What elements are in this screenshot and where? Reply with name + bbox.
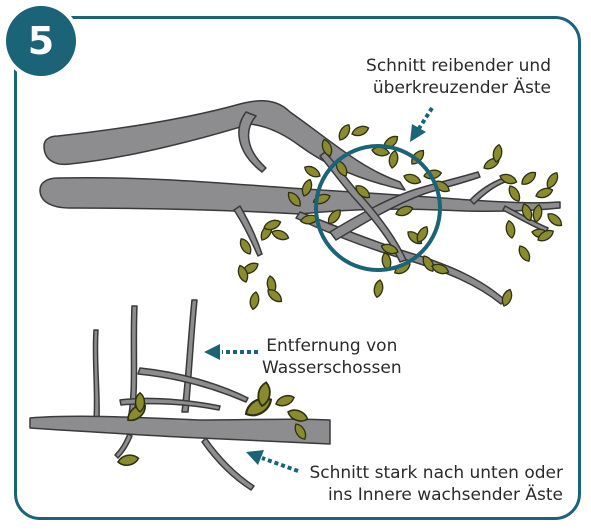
leaf-icon (521, 203, 533, 222)
leaf-icon (134, 391, 146, 413)
annotation-crossing-branches: Schnitt reibender und überkreuzender Äst… (366, 55, 551, 99)
leaf-icon (547, 213, 563, 227)
leaf-icon (518, 245, 531, 262)
leaf-icon (416, 226, 429, 243)
leaf-icon (537, 229, 554, 242)
leaf-icon (257, 381, 271, 408)
leaf-icon (535, 187, 554, 199)
leaf-icon (327, 209, 341, 225)
annotation-line: Schnitt reibender und (366, 56, 551, 76)
leaf-icon (508, 185, 521, 202)
leaf-icon (381, 251, 392, 271)
diagram-frame (14, 16, 581, 520)
leaf-icon (532, 203, 543, 223)
leaf-icon (287, 409, 309, 422)
circle-highlight-icon (314, 144, 442, 272)
leaf-icon (403, 173, 422, 185)
leaf-icon (338, 124, 351, 141)
leaf-icon (287, 191, 301, 207)
leaf-icon (275, 395, 295, 407)
leaf-icon (351, 125, 370, 137)
step-number-badge: 5 (6, 6, 76, 76)
annotation-line: Entfernung von (266, 336, 398, 356)
leaf-icon (271, 229, 290, 241)
leaf-icon (492, 143, 503, 163)
leaf-icon (505, 219, 516, 239)
leaf-icon (117, 454, 140, 466)
leaf-icon (299, 214, 319, 225)
annotation-line: Schnitt stark nach unten oder (309, 463, 563, 483)
dotted-arrow-icon (246, 450, 299, 473)
upper-leaves (237, 124, 563, 311)
leaf-icon (355, 185, 371, 199)
upper-branch (39, 99, 561, 305)
dotted-arrow-icon (204, 344, 258, 360)
leaf-icon (521, 171, 537, 185)
leaf-icon (321, 138, 333, 157)
leaf-icon (380, 243, 399, 255)
leaf-icon (395, 205, 414, 217)
leaf-icon (431, 263, 450, 275)
lower-branch (29, 299, 331, 491)
leaf-icon (294, 423, 307, 440)
leaf-icon (499, 173, 518, 185)
leaf-icon (546, 172, 559, 189)
leaf-icon (422, 255, 435, 272)
lower-leaves (117, 381, 309, 466)
leaf-icon (267, 289, 283, 303)
leaf-icon (388, 149, 399, 169)
leaf-icon (373, 279, 384, 299)
leaf-icon (301, 178, 313, 197)
annotation-line: Wasserschossen (262, 358, 402, 378)
dotted-arrow-icon (410, 106, 434, 142)
leaf-icon (239, 238, 252, 255)
annotation-downward-inward: Schnitt stark nach unten oder ins Innere… (309, 462, 563, 506)
annotation-line: überkreuzender Äste (372, 78, 551, 98)
leaf-icon (501, 288, 513, 307)
annotation-line: ins Innere wachsender Äste (327, 485, 563, 505)
leaf-icon (263, 219, 282, 231)
leaf-icon (304, 165, 321, 178)
leaf-icon (237, 264, 249, 283)
annotation-water-shoots: Entfernung von Wasserschossen (262, 335, 402, 379)
leaf-icon (249, 291, 260, 311)
